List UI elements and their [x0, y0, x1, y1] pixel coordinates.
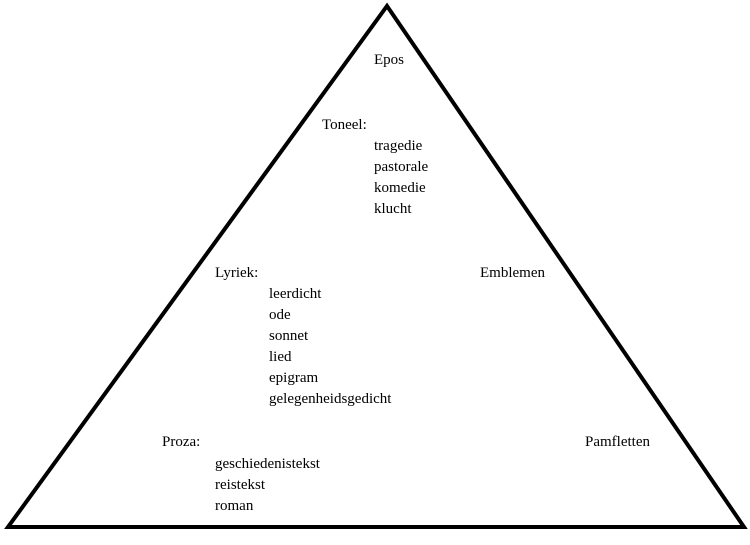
- list-item-lyriek: gelegenheidsgedicht: [269, 391, 392, 407]
- list-item-toneel: klucht: [374, 201, 412, 217]
- label-lyriek: Lyriek:: [215, 265, 259, 281]
- label-emblemen: Emblemen: [480, 265, 545, 281]
- list-item-lyriek: epigram: [269, 370, 319, 386]
- label-epos: Epos: [374, 52, 404, 68]
- triangle-outline: [4, 2, 748, 529]
- list-lyriek: leerdicht ode sonnet lied epigram gelege…: [269, 284, 391, 410]
- list-item-toneel: tragedie: [374, 138, 423, 154]
- label-pamfletten: Pamfletten: [585, 434, 650, 450]
- list-toneel: tragedie pastorale komedie klucht: [374, 136, 428, 220]
- list-item-toneel: pastorale: [374, 159, 429, 175]
- label-proza: Proza:: [162, 434, 201, 450]
- list-item-lyriek: lied: [269, 349, 292, 365]
- list-item-lyriek: ode: [269, 307, 291, 323]
- list-item-proza: reistekst: [215, 477, 265, 493]
- list-item-lyriek: leerdicht: [269, 286, 322, 302]
- list-item-proza: roman: [215, 498, 254, 514]
- label-toneel: Toneel:: [322, 117, 367, 133]
- list-proza: geschiedenistekst reistekst roman: [215, 454, 320, 517]
- list-item-lyriek: sonnet: [269, 328, 309, 344]
- list-item-toneel: komedie: [374, 180, 426, 196]
- list-item-proza: geschiedenistekst: [215, 456, 320, 472]
